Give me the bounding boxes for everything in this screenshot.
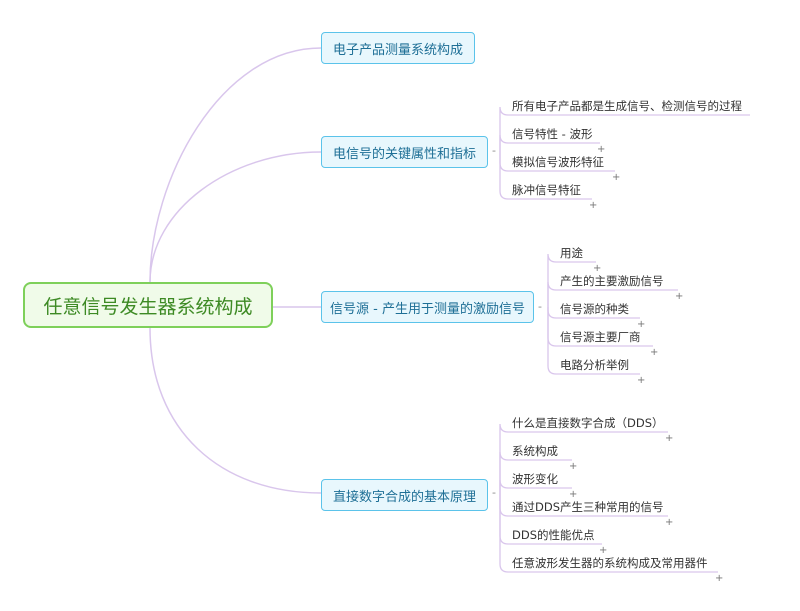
expand-plus-icon[interactable]: + <box>569 461 578 472</box>
leaf-node-label[interactable]: 通过DDS产生三种常用的信号 <box>512 500 664 514</box>
expand-plus-icon[interactable]: + <box>589 200 598 211</box>
connector-leaf <box>499 152 592 200</box>
leaf-node-label[interactable]: 信号源主要厂商 <box>560 330 641 344</box>
leaf-node-label[interactable]: 脉冲信号特征 <box>512 183 581 197</box>
connector-leaf <box>499 493 718 573</box>
leaf-node-label[interactable]: 产生的主要激励信号 <box>560 274 664 288</box>
leaf-node-label[interactable]: 波形变化 <box>512 472 558 486</box>
leaf-node-label[interactable]: 信号源的种类 <box>560 302 629 316</box>
leaf-node-label[interactable]: DDS的性能优点 <box>512 528 595 542</box>
expand-plus-icon[interactable]: + <box>593 263 602 274</box>
connector-leaf <box>547 253 596 307</box>
connector-leaf <box>499 451 572 493</box>
leaf-node-label[interactable]: 什么是直接数字合成（DDS） <box>512 416 664 430</box>
connector-leaf <box>499 106 750 152</box>
branch-label: 电信号的关键属性和指标 <box>332 146 476 162</box>
expand-plus-icon[interactable]: + <box>665 433 674 444</box>
expand-plus-icon[interactable]: + <box>569 489 578 500</box>
branch-node-dds-principle[interactable]: 直接数字合成的基本原理 <box>321 479 488 511</box>
expand-plus-icon[interactable]: + <box>665 517 674 528</box>
connector-root-branch-1 <box>149 47 322 283</box>
root-node-label: 任意信号发生器系统构成 <box>43 295 253 318</box>
connector-root-branch-4 <box>149 327 322 494</box>
leaf-node-label[interactable]: 模拟信号波形特征 <box>512 155 604 169</box>
leaf-node-label[interactable]: 用途 <box>560 246 583 260</box>
expand-plus-icon[interactable]: + <box>715 573 724 584</box>
leaf-node-label[interactable]: 任意波形发生器的系统构成及常用器件 <box>512 556 708 570</box>
branch-node-measurement-system[interactable]: 电子产品测量系统构成 <box>321 32 475 64</box>
connector-leaf <box>499 423 668 493</box>
connector-leaf <box>547 307 640 375</box>
branch-label: 信号源 - 产生用于测量的激励信号 <box>330 301 525 317</box>
collapse-toggle-branch-4[interactable]: - <box>492 486 496 499</box>
leaf-node-label[interactable]: 信号特性 - 波形 <box>512 127 593 141</box>
collapse-toggle-branch-3[interactable]: - <box>538 300 542 313</box>
expand-plus-icon[interactable]: + <box>637 375 646 386</box>
leaf-node-label[interactable]: 所有电子产品都是生成信号、检测信号的过程 <box>512 99 742 113</box>
connector-leaf <box>499 134 600 152</box>
expand-plus-icon[interactable]: + <box>597 144 606 155</box>
branch-node-signal-source[interactable]: 信号源 - 产生用于测量的激励信号 <box>321 291 534 323</box>
expand-plus-icon[interactable]: + <box>599 545 608 556</box>
leaf-node-label[interactable]: 电路分析举例 <box>560 358 629 372</box>
root-node[interactable]: 任意信号发生器系统构成 <box>23 282 273 328</box>
expand-plus-icon[interactable]: + <box>637 319 646 330</box>
branch-label: 电子产品测量系统构成 <box>332 42 463 58</box>
connector-leaf <box>547 281 678 307</box>
expand-plus-icon[interactable]: + <box>675 291 684 302</box>
expand-plus-icon[interactable]: + <box>612 172 621 183</box>
connector-leaf <box>499 479 572 493</box>
leaf-node-label[interactable]: 系统构成 <box>512 444 558 458</box>
collapse-toggle-branch-2[interactable]: - <box>492 144 496 157</box>
branch-label: 直接数字合成的基本原理 <box>332 489 476 505</box>
connector-root-branch-2 <box>149 151 322 283</box>
branch-node-signal-attributes[interactable]: 电信号的关键属性和指标 <box>321 136 488 168</box>
expand-plus-icon[interactable]: + <box>650 347 659 358</box>
